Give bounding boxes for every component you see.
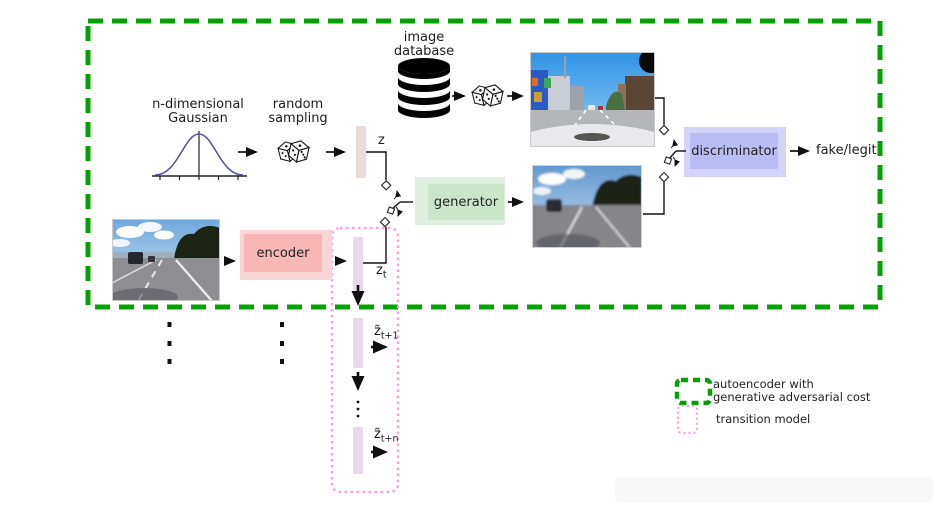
real-street-image <box>530 52 655 147</box>
legend-transition-text: transition model <box>716 412 811 426</box>
dice-icon <box>471 83 504 108</box>
time-ellipsis-dots <box>167 322 360 418</box>
switch-terminals <box>379 124 673 228</box>
discriminator-box <box>684 127 786 177</box>
latent-zt1-bar <box>353 318 363 368</box>
generator-label: generator <box>433 194 499 210</box>
switch-toggle-arrows <box>393 139 681 217</box>
legend-autoencoder-swatch <box>674 377 713 406</box>
encoder-label: encoder <box>256 245 310 261</box>
background-panel <box>615 477 933 503</box>
gaussian-curve-plot <box>152 131 247 180</box>
latent-zt1-label: z̃t+1 <box>374 324 399 342</box>
dice-icon <box>277 139 310 164</box>
flow-arrows <box>224 91 810 266</box>
latent-zt-label: zt <box>376 263 387 281</box>
autoencoder-region-border <box>85 18 883 310</box>
latent-zt-bar <box>353 237 363 296</box>
discriminator-label: discriminator <box>691 143 777 159</box>
latent-ztn-label: z̃t+n <box>374 427 399 445</box>
generated-road-image <box>532 165 642 248</box>
latent-z-label: z <box>378 133 385 148</box>
connector-lines <box>363 97 686 264</box>
input-road-image <box>112 219 220 301</box>
output-label: fake/legit <box>816 143 877 158</box>
transition-arrows <box>351 285 388 459</box>
transition-region-border <box>330 226 400 494</box>
latent-ztn-bar <box>353 427 363 474</box>
legend-transition-swatch <box>676 404 699 435</box>
generator-box <box>415 177 505 225</box>
latent-z-bar <box>356 126 366 178</box>
encoder-box <box>240 230 332 280</box>
database-icon <box>398 58 450 118</box>
